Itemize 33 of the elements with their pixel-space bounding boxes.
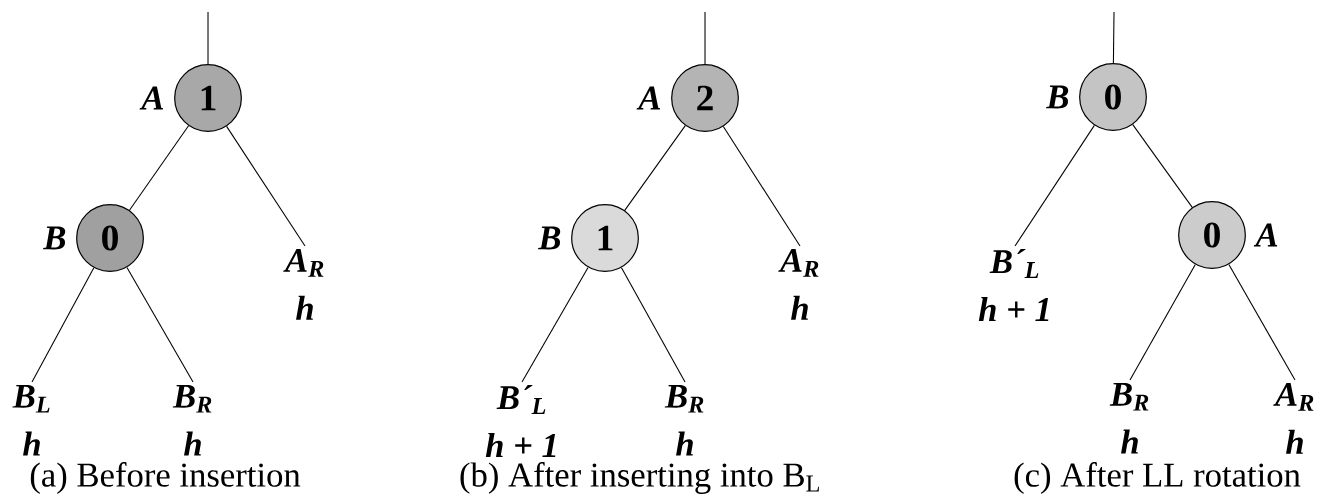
tree-edge	[521, 266, 589, 383]
subtree-label: B´$_{L}$ h + 1	[485, 384, 556, 457]
caption: (a) Before insertion	[30, 462, 301, 494]
tree-edge	[722, 126, 801, 247]
tree-edge	[620, 267, 686, 383]
tree-edge	[207, 11, 209, 65]
node-letter: B	[1046, 85, 1069, 109]
tree-edge	[1014, 124, 1095, 247]
tree-edge	[226, 125, 306, 247]
subtree-label: B$_{R}$ h	[172, 384, 212, 456]
node-letter: B	[538, 226, 561, 250]
node-letter: A	[636, 86, 661, 110]
tree-edge	[624, 125, 686, 211]
tree-edge	[31, 267, 95, 383]
node-letter: B	[43, 226, 66, 250]
subtree-label: B´$_{L}$ h + 1	[978, 248, 1049, 321]
caption: (b) After inserting into B$_{L}$	[460, 462, 819, 494]
tree-edge	[704, 11, 706, 65]
tree-edge	[1132, 124, 1193, 208]
tree-edge	[1129, 264, 1196, 381]
node-letter: A	[1253, 223, 1278, 247]
tree-edge	[1112, 11, 1115, 64]
subtree-label: B$_{L}$ h	[12, 384, 50, 456]
caption: (c) After LL rotation	[1014, 462, 1301, 494]
tree-edge	[1228, 263, 1296, 381]
subtree-label: A$_{R}$ h	[778, 248, 819, 320]
subtree-label: A$_{R}$ h	[1273, 382, 1314, 454]
tree-edge	[126, 266, 194, 383]
node-letter: A	[139, 86, 164, 110]
subtree-label: B$_{R}$ h	[1109, 382, 1149, 454]
subtree-label: A$_{R}$ h	[283, 248, 324, 320]
subtree-label: B$_{R}$ h	[664, 384, 704, 456]
tree-edge	[128, 125, 190, 211]
